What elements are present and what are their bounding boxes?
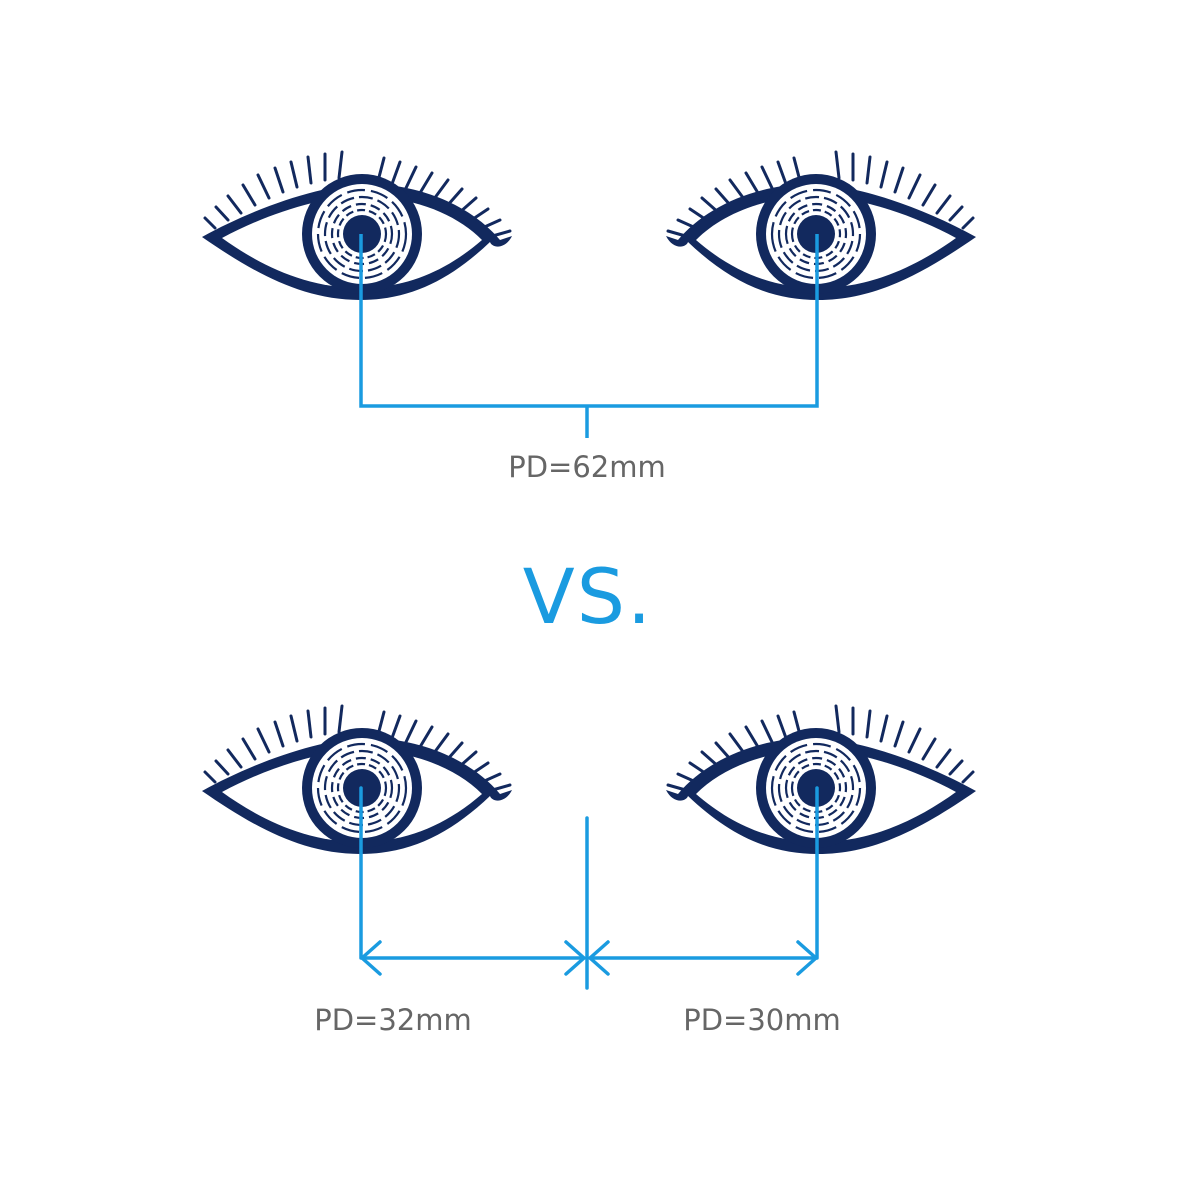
- vs-label: VS.: [522, 552, 654, 641]
- bottom-eye-right: [666, 706, 976, 854]
- bottom-eye-left: [200, 704, 514, 856]
- bottom-pd-measures: [359, 786, 819, 990]
- top-eye-right: [666, 152, 976, 300]
- top-pd-bracket: [359, 234, 819, 438]
- top-eye-left: [200, 150, 514, 302]
- bottom-right-pd-label: PD=30mm: [683, 1003, 841, 1037]
- bottom-left-pd-label: PD=32mm: [314, 1003, 472, 1037]
- top-pd-label: PD=62mm: [508, 450, 666, 484]
